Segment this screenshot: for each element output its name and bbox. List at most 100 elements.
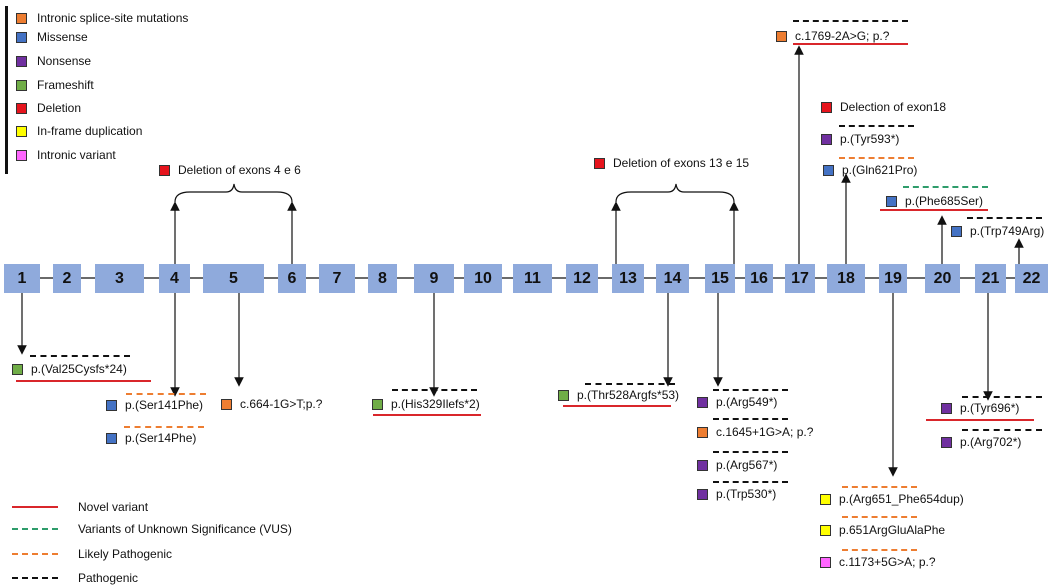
label-e21-arg702: p.(Arg702*) [941, 435, 1021, 449]
label-e19-dup: p.(Arg651_Phe654dup) [820, 492, 964, 506]
pathogenic-mark [713, 418, 788, 420]
legend-class-3: Pathogenic [12, 571, 138, 585]
pathogenic-mark [962, 396, 1042, 398]
label-del-exon18: Delection of exon18 [821, 100, 946, 114]
label-e15-splice: c.1645+1G>A; p.? [697, 425, 813, 439]
label-e21-tyr696: p.(Tyr696*) [941, 401, 1019, 415]
exon-22: 22 [1015, 264, 1048, 293]
likely-pathogenic-mark [839, 157, 914, 159]
novel-mark [373, 414, 481, 416]
legend-label: In-frame duplication [37, 124, 143, 138]
label-e1-val25: p.(Val25Cysfs*24) [12, 362, 127, 376]
legend-class-1: Variants of Unknown Significance (VUS) [12, 522, 292, 536]
exon-8: 8 [368, 264, 397, 293]
exon-18: 18 [827, 264, 865, 293]
inframe-dup-swatch [820, 524, 831, 536]
legend-swatch [16, 149, 27, 161]
label-e9-his329: p.(His329Ilefs*2) [372, 397, 480, 411]
frameshift-swatch [12, 363, 23, 375]
likely-pathogenic-mark [842, 549, 917, 551]
legend-swatch [16, 12, 27, 24]
legend-item-6: Intronic variant [16, 148, 116, 162]
label-e4-ser141: p.(Ser141Phe) [106, 398, 203, 412]
exon-5: 5 [203, 264, 264, 293]
label-e4-ser14: p.(Ser14Phe) [106, 431, 196, 445]
splice-swatch [221, 398, 232, 410]
legend-label: Missense [37, 30, 88, 44]
missense-swatch [886, 195, 897, 207]
exon-6: 6 [278, 264, 306, 293]
label-e19-ins: p.651ArgGluAlaPhe [820, 523, 945, 537]
likely-pathogenic-mark [126, 393, 206, 395]
legend-item-5: In-frame duplication [16, 124, 142, 138]
missense-swatch [823, 164, 834, 176]
deletion-swatch [821, 101, 832, 113]
splice-swatch [776, 30, 787, 42]
nonsense-swatch [821, 133, 832, 145]
exon-15: 15 [705, 264, 735, 293]
label-e15-arg549: p.(Arg549*) [697, 395, 777, 409]
legend-label: Intronic splice-site mutations [37, 11, 189, 25]
deletion-swatch [594, 157, 605, 169]
legend-line-sample [12, 528, 58, 530]
missense-swatch [106, 399, 117, 411]
missense-swatch [106, 432, 117, 444]
label-e14-thr528: p.(Thr528Argfs*53) [558, 388, 679, 402]
legend-item-1: Missense [16, 30, 88, 44]
nonsense-swatch [697, 459, 708, 471]
exon-21: 21 [975, 264, 1006, 293]
novel-mark [880, 209, 988, 211]
exon-3: 3 [95, 264, 144, 293]
legend-swatch [16, 79, 27, 91]
label-e17-splice: c.1769-2A>G; p.? [776, 29, 889, 43]
frameshift-swatch [558, 389, 569, 401]
exon-12: 12 [566, 264, 598, 293]
exon-9: 9 [414, 264, 454, 293]
nonsense-swatch [697, 396, 708, 408]
novel-mark [563, 405, 671, 407]
legend-swatch [16, 31, 27, 43]
pathogenic-mark [839, 125, 914, 127]
nonsense-swatch [697, 488, 708, 500]
deletion-swatch [159, 164, 170, 176]
likely-pathogenic-mark [842, 486, 917, 488]
pathogenic-mark [713, 389, 788, 391]
pathogenic-mark [793, 20, 908, 22]
legend-class-label: Pathogenic [78, 571, 139, 585]
legend-item-0: Intronic splice-site mutations [16, 11, 188, 25]
brace-exons-13-15 [615, 183, 735, 203]
legend-label: Intronic variant [37, 148, 116, 162]
label-e20-phe685: p.(Phe685Ser) [886, 194, 983, 208]
likely-pathogenic-mark [124, 426, 204, 428]
exon-7: 7 [319, 264, 355, 293]
label-del-exons-13-15: Deletion of exons 13 e 15 [594, 156, 749, 170]
exon-13: 13 [612, 264, 644, 293]
legend-item-3: Frameshift [16, 78, 94, 92]
inframe-dup-swatch [820, 493, 831, 505]
legend-label: Deletion [37, 101, 82, 115]
label-e22-trp749: p.(Trp749Arg) [951, 224, 1044, 238]
label-e15-arg567: p.(Arg567*) [697, 458, 777, 472]
exon-17: 17 [785, 264, 815, 293]
label-e5-splice: c.664-1G>T;p.? [221, 397, 322, 411]
legend-item-4: Deletion [16, 101, 81, 115]
legend-line-sample [12, 553, 58, 555]
novel-mark [16, 380, 151, 382]
pathogenic-mark [967, 217, 1042, 219]
missense-swatch [951, 225, 962, 237]
legend-item-2: Nonsense [16, 54, 91, 68]
exon-19: 19 [879, 264, 907, 293]
exon-16: 16 [745, 264, 773, 293]
intronic-variant-swatch [820, 556, 831, 568]
legend-label: Frameshift [37, 78, 94, 92]
legend-class-label: Variants of Unknown Significance (VUS) [78, 522, 292, 536]
exon-20: 20 [925, 264, 960, 293]
pathogenic-mark [962, 429, 1042, 431]
legend-class-0: Novel variant [12, 500, 148, 514]
label-del-exons-4-6: Deletion of exons 4 e 6 [159, 163, 301, 177]
legend-class-label: Novel variant [78, 500, 149, 514]
vus-mark [903, 186, 988, 188]
nonsense-swatch [941, 402, 952, 414]
pathogenic-mark [713, 481, 788, 483]
legend-class-label: Likely Pathogenic [78, 547, 173, 561]
